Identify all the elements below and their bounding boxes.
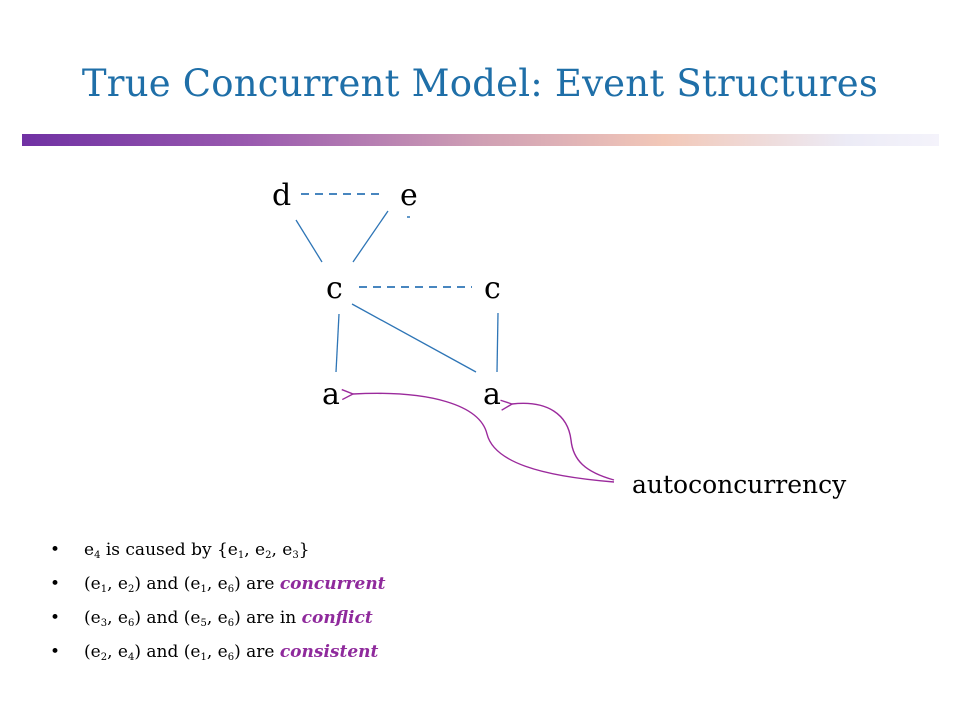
node-c-right: c <box>484 271 501 306</box>
node-a-right: a <box>483 377 501 412</box>
node-c-left: c <box>326 271 343 306</box>
keyword-consistent: consistent <box>279 642 379 662</box>
arrow-to-a-left <box>341 388 615 483</box>
bullet-causality: e4 is caused by {e1, e2, e3} <box>50 538 386 572</box>
bullet-concurrent: (e1, e2) and (e1, e6) are concurrent <box>50 572 386 606</box>
keyword-conflict: conflict <box>301 608 373 628</box>
edge-c-a-left <box>335 313 340 373</box>
edge-c-right-a-right <box>496 312 499 373</box>
node-d: d <box>272 178 291 213</box>
node-e: e <box>400 178 418 213</box>
title-gradient-bar <box>22 134 939 146</box>
bullet-consistent: (e2, e4) and (e1, e6) are consistent <box>50 640 386 674</box>
bullet-list: e4 is caused by {e1, e2, e3} (e1, e2) an… <box>50 538 386 674</box>
edge-d-c <box>295 219 323 263</box>
edge-e-c <box>352 210 389 263</box>
autoconcurrency-label: autoconcurrency <box>632 470 847 499</box>
slide-title: True Concurrent Model: Event Structures <box>81 62 879 105</box>
bullet-conflict: (e3, e6) and (e5, e6) are in conflict <box>50 606 386 640</box>
node-a-left: a <box>322 377 340 412</box>
edge-c-a-right <box>351 303 477 373</box>
keyword-concurrent: concurrent <box>279 574 386 594</box>
arrow-to-a-right <box>500 399 615 481</box>
